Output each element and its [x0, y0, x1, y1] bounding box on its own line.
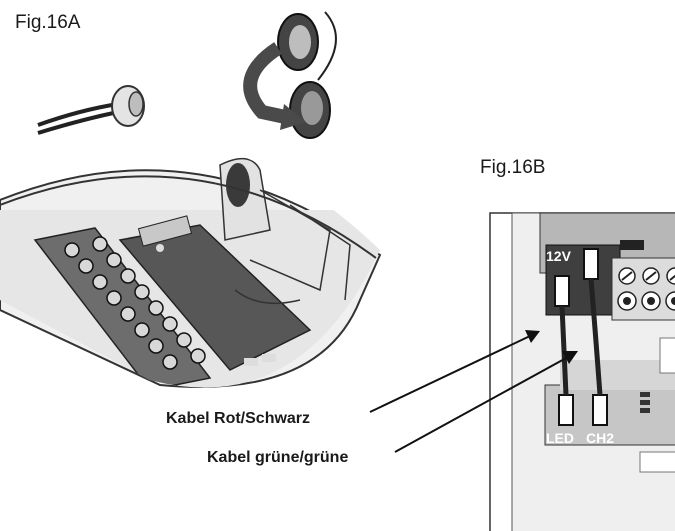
- pin-12v-aux: [583, 248, 599, 280]
- fig-16a-drawing: [0, 11, 382, 388]
- controller-housing: [0, 157, 382, 388]
- pin-label-ch2: CH2: [586, 430, 614, 446]
- pin-led: [558, 394, 574, 426]
- callout-cable-green-green: Kabel grüne/grüne: [207, 449, 349, 466]
- figure-16b-label: Fig.16B: [480, 157, 546, 178]
- pin-label-led: LED: [546, 430, 574, 446]
- cable-with-ferrite-icon: [37, 85, 145, 135]
- fig-16b-drawing: 12V LED CH2: [489, 212, 675, 531]
- pin-12v: [554, 275, 570, 307]
- callout-cable-red-black: Kabel Rot/Schwarz: [166, 410, 311, 427]
- screw-terminals: [611, 257, 675, 321]
- wire-red-black: [559, 305, 569, 396]
- pin-ch2: [592, 394, 608, 426]
- pin-label-12v: 12V: [546, 248, 572, 264]
- terminal-block: [33, 227, 212, 388]
- figure-16a-label: Fig.16A: [15, 12, 81, 33]
- wire-green-green: [588, 278, 603, 396]
- callout-arrows: [369, 330, 578, 453]
- ring-rotation-icon: [243, 11, 337, 139]
